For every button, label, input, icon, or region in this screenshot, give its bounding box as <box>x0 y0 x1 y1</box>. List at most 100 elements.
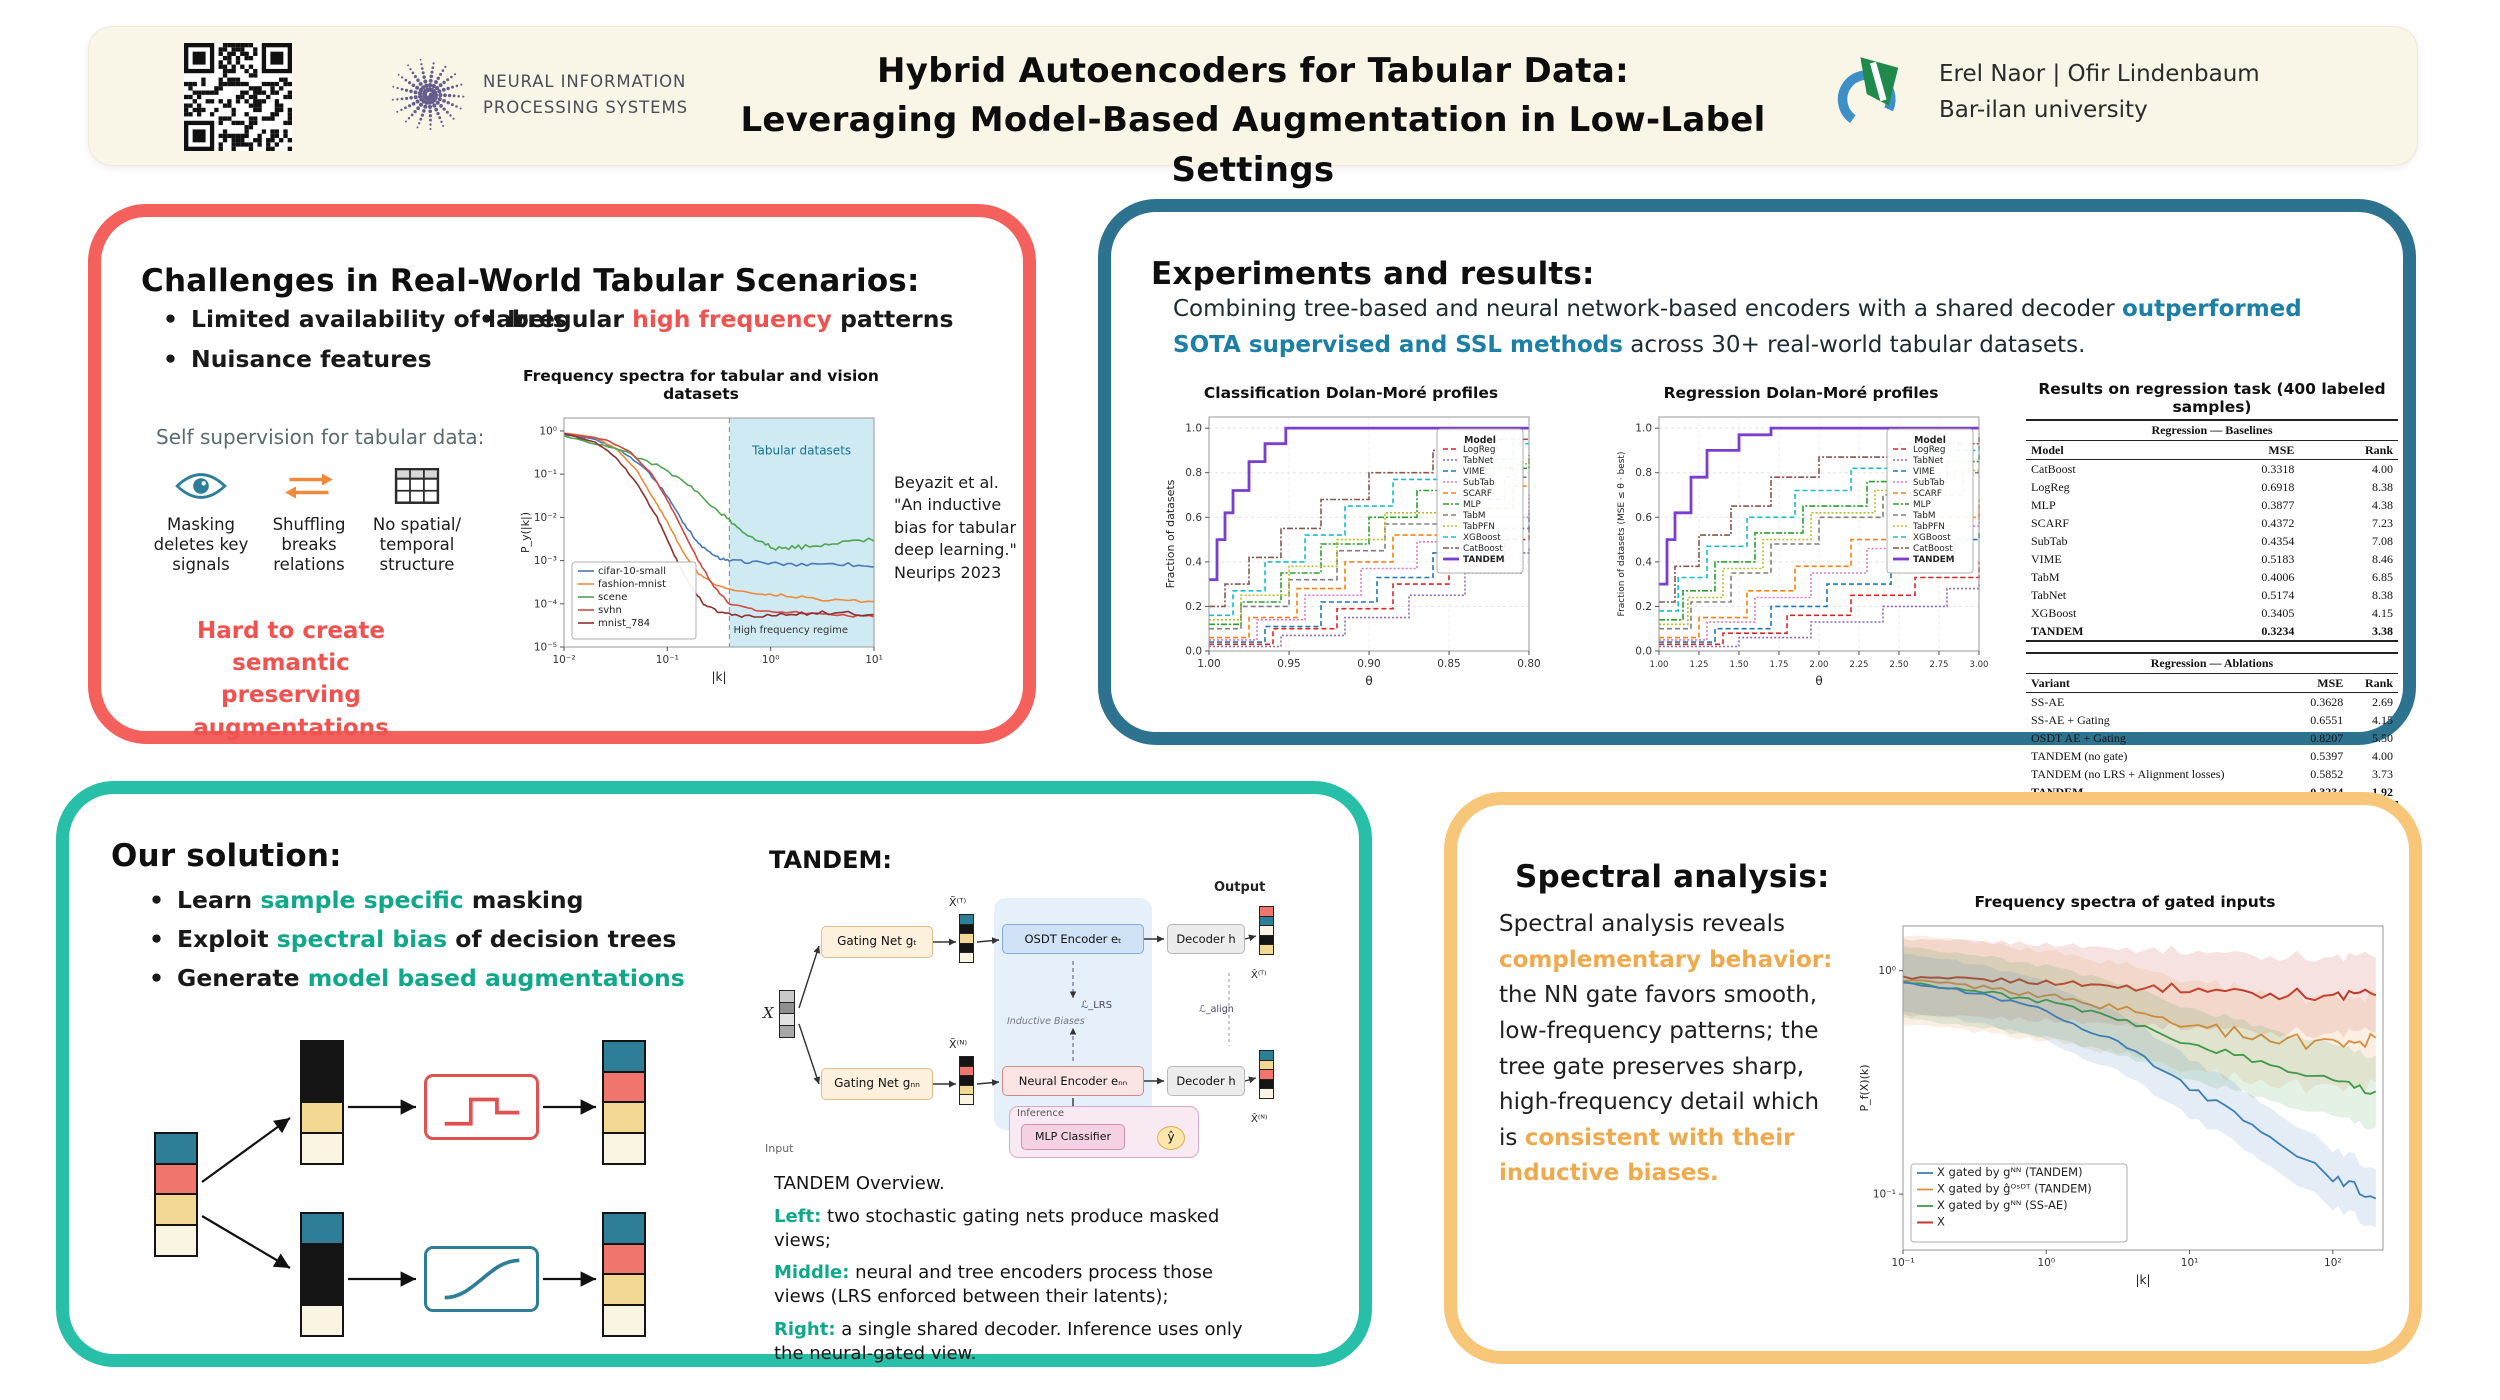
input-column <box>779 990 795 1038</box>
svg-text:0.4: 0.4 <box>1635 556 1652 568</box>
neurips-wordmark: NEURAL INFORMATION PROCESSING SYSTEMS <box>483 69 688 120</box>
tandem-caption-left: Left: two stochastic gating nets produce… <box>774 1205 1220 1251</box>
svg-text:TabNet: TabNet <box>1462 456 1494 466</box>
masked-view-tree-label: X̃⁽ᵀ⁾ <box>949 896 967 909</box>
masked-column-nn <box>300 1212 344 1337</box>
svg-text:0.95: 0.95 <box>1277 658 1300 670</box>
regression-results-table: Results on regression task (400 labeled … <box>2026 380 2398 803</box>
svg-text:10⁰: 10⁰ <box>539 425 557 437</box>
card-shuffling-label: Shuffling breaks relations <box>272 515 346 575</box>
svg-text:0.8: 0.8 <box>1635 467 1652 479</box>
svg-text:10⁻⁴: 10⁻⁴ <box>534 598 557 610</box>
card-shuffling: Shuffling breaks relations <box>257 463 361 575</box>
tandem-caption-right: Right: a single shared decoder. Inferenc… <box>774 1318 1243 1364</box>
masked-column-tree <box>300 1040 344 1165</box>
svg-text:VIME: VIME <box>1913 467 1935 477</box>
svg-text:fashion-mnist: fashion-mnist <box>598 579 666 590</box>
svg-text:MLP: MLP <box>1463 500 1481 510</box>
output-label: Output <box>1214 880 1266 895</box>
osdt-encoder-box: OSDT Encoder eₜ <box>1002 924 1144 954</box>
svg-text:1.0: 1.0 <box>1185 423 1202 435</box>
svg-text:X gated by gᴺᴺ (SS-AE): X gated by gᴺᴺ (SS-AE) <box>1937 1198 2068 1212</box>
svg-text:TabPFN: TabPFN <box>1462 522 1495 532</box>
bullet-model-augmentations-text: Generate model based augmentations <box>177 964 685 992</box>
svg-text:CatBoost: CatBoost <box>1463 544 1503 554</box>
reconstruction-tree-bar <box>1259 906 1274 955</box>
experiments-title: Experiments and results: <box>1151 255 1595 292</box>
svg-text:0.2: 0.2 <box>1185 601 1202 613</box>
card-structure: No spatial/ temporal structure <box>365 463 469 575</box>
poster-title-line2: Leveraging Model-Based Augmentation in L… <box>740 100 1766 190</box>
svg-text:mnist_784: mnist_784 <box>598 618 650 629</box>
svg-text:scene: scene <box>598 592 627 603</box>
bullet-spectral-bias-text: Exploit spectral bias of decision trees <box>177 925 677 953</box>
tandem-caption-middle: Middle: neural and tree encoders process… <box>774 1262 1213 1307</box>
svg-text:LogReg: LogReg <box>1913 445 1945 455</box>
svg-text:1.50: 1.50 <box>1730 660 1749 670</box>
qr-code <box>184 43 292 151</box>
self-supervision-cards: Masking deletes key signals Shuffling br… <box>149 463 469 575</box>
svg-text:2.00: 2.00 <box>1810 660 1829 670</box>
masked-view-nn-label: X̃⁽ᴺ⁾ <box>949 1038 968 1051</box>
decoder-box-top: Decoder h <box>1167 924 1245 954</box>
svg-text:XGBoost: XGBoost <box>1463 533 1501 543</box>
svg-text:0.6: 0.6 <box>1635 512 1652 524</box>
svg-text:1.00: 1.00 <box>1197 658 1220 670</box>
affiliation: Bar-ilan university <box>1939 97 2148 123</box>
svg-text:10²: 10² <box>2324 1257 2342 1269</box>
neural-encoder-box: Neural Encoder eₙₙ <box>1002 1066 1144 1096</box>
svg-text:P_f(X)(k): P_f(X)(k) <box>1858 1064 1871 1111</box>
self-supervision-label: Self supervision for tabular data: <box>156 425 485 449</box>
bullet-model-augmentations: Generate model based augmentations <box>149 964 685 992</box>
sigmoid-function-icon <box>444 1258 519 1300</box>
masked-view-tree-bar <box>959 914 974 963</box>
svg-text:10⁰: 10⁰ <box>1878 965 1896 977</box>
svg-text:10⁰: 10⁰ <box>2037 1257 2055 1269</box>
reconstruction-nn-bar <box>1259 1050 1274 1099</box>
svg-text:10⁻¹: 10⁻¹ <box>534 469 557 481</box>
svg-text:SCARF: SCARF <box>1913 489 1942 499</box>
svg-text:0.2: 0.2 <box>1635 601 1652 613</box>
svg-text:2.25: 2.25 <box>1850 660 1869 670</box>
svg-text:3.00: 3.00 <box>1970 660 1989 670</box>
bullet-high-frequency-text: Irregular high frequency patterns <box>507 305 954 333</box>
poster-title: Hybrid Autoencoders for Tabular Data: Le… <box>653 47 1853 195</box>
gating-net-tree-box: Gating Net gₜ <box>821 926 933 958</box>
bullet-nuisance-features-text: Nuisance features <box>191 345 432 373</box>
frequency-spectra-datasets-chart: Frequency spectra for tabular and vision… <box>519 367 883 684</box>
inductive-biases-label: Inductive Biases <box>1007 1016 1085 1027</box>
svg-text:10¹: 10¹ <box>2181 1257 2199 1269</box>
svg-text:10⁻¹: 10⁻¹ <box>656 654 679 666</box>
svg-text:CatBoost: CatBoost <box>1913 544 1953 554</box>
neurips-logo-icon <box>391 58 465 131</box>
svg-text:10⁻¹: 10⁻¹ <box>1873 1189 1896 1201</box>
svg-text:|k|: |k| <box>2135 1273 2150 1287</box>
svg-text:10⁻¹: 10⁻¹ <box>1891 1257 1914 1269</box>
svg-text:10⁻³: 10⁻³ <box>534 555 557 567</box>
reconstruction-tree-label: X̂⁽ᵀ⁾ <box>1251 970 1267 981</box>
svg-text:XGBoost: XGBoost <box>1913 533 1951 543</box>
svg-text:TabM: TabM <box>1462 511 1485 521</box>
masking-diagram-arrows <box>201 1099 596 1287</box>
bullet-high-frequency: Irregular high frequency patterns <box>479 305 953 333</box>
svg-text:0.0: 0.0 <box>1635 646 1652 658</box>
eye-icon <box>149 463 253 509</box>
svg-text:1.25: 1.25 <box>1690 660 1709 670</box>
challenges-title: Challenges in Real-World Tabular Scenari… <box>141 262 920 299</box>
card-structure-label: No spatial/ temporal structure <box>372 515 462 575</box>
svg-text:MLP: MLP <box>1913 500 1931 510</box>
svg-text:10¹: 10¹ <box>865 654 883 666</box>
experiments-panel: Experiments and results: Combining tree-… <box>1098 199 2416 803</box>
card-masking-label: Masking deletes key signals <box>153 515 249 575</box>
poster-title-line1: Hybrid Autoencoders for Tabular Data: <box>876 51 1629 91</box>
svg-text:TabNet: TabNet <box>1912 456 1944 466</box>
source-feature-column <box>154 1132 198 1257</box>
svg-text:SubTab: SubTab <box>1463 478 1495 488</box>
neurips-line2: PROCESSING SYSTEMS <box>483 98 688 117</box>
svg-text:Tabular datasets: Tabular datasets <box>751 444 851 458</box>
challenges-panel: Challenges in Real-World Tabular Scenari… <box>88 204 1036 744</box>
svg-text:cifar-10-small: cifar-10-small <box>598 566 666 577</box>
